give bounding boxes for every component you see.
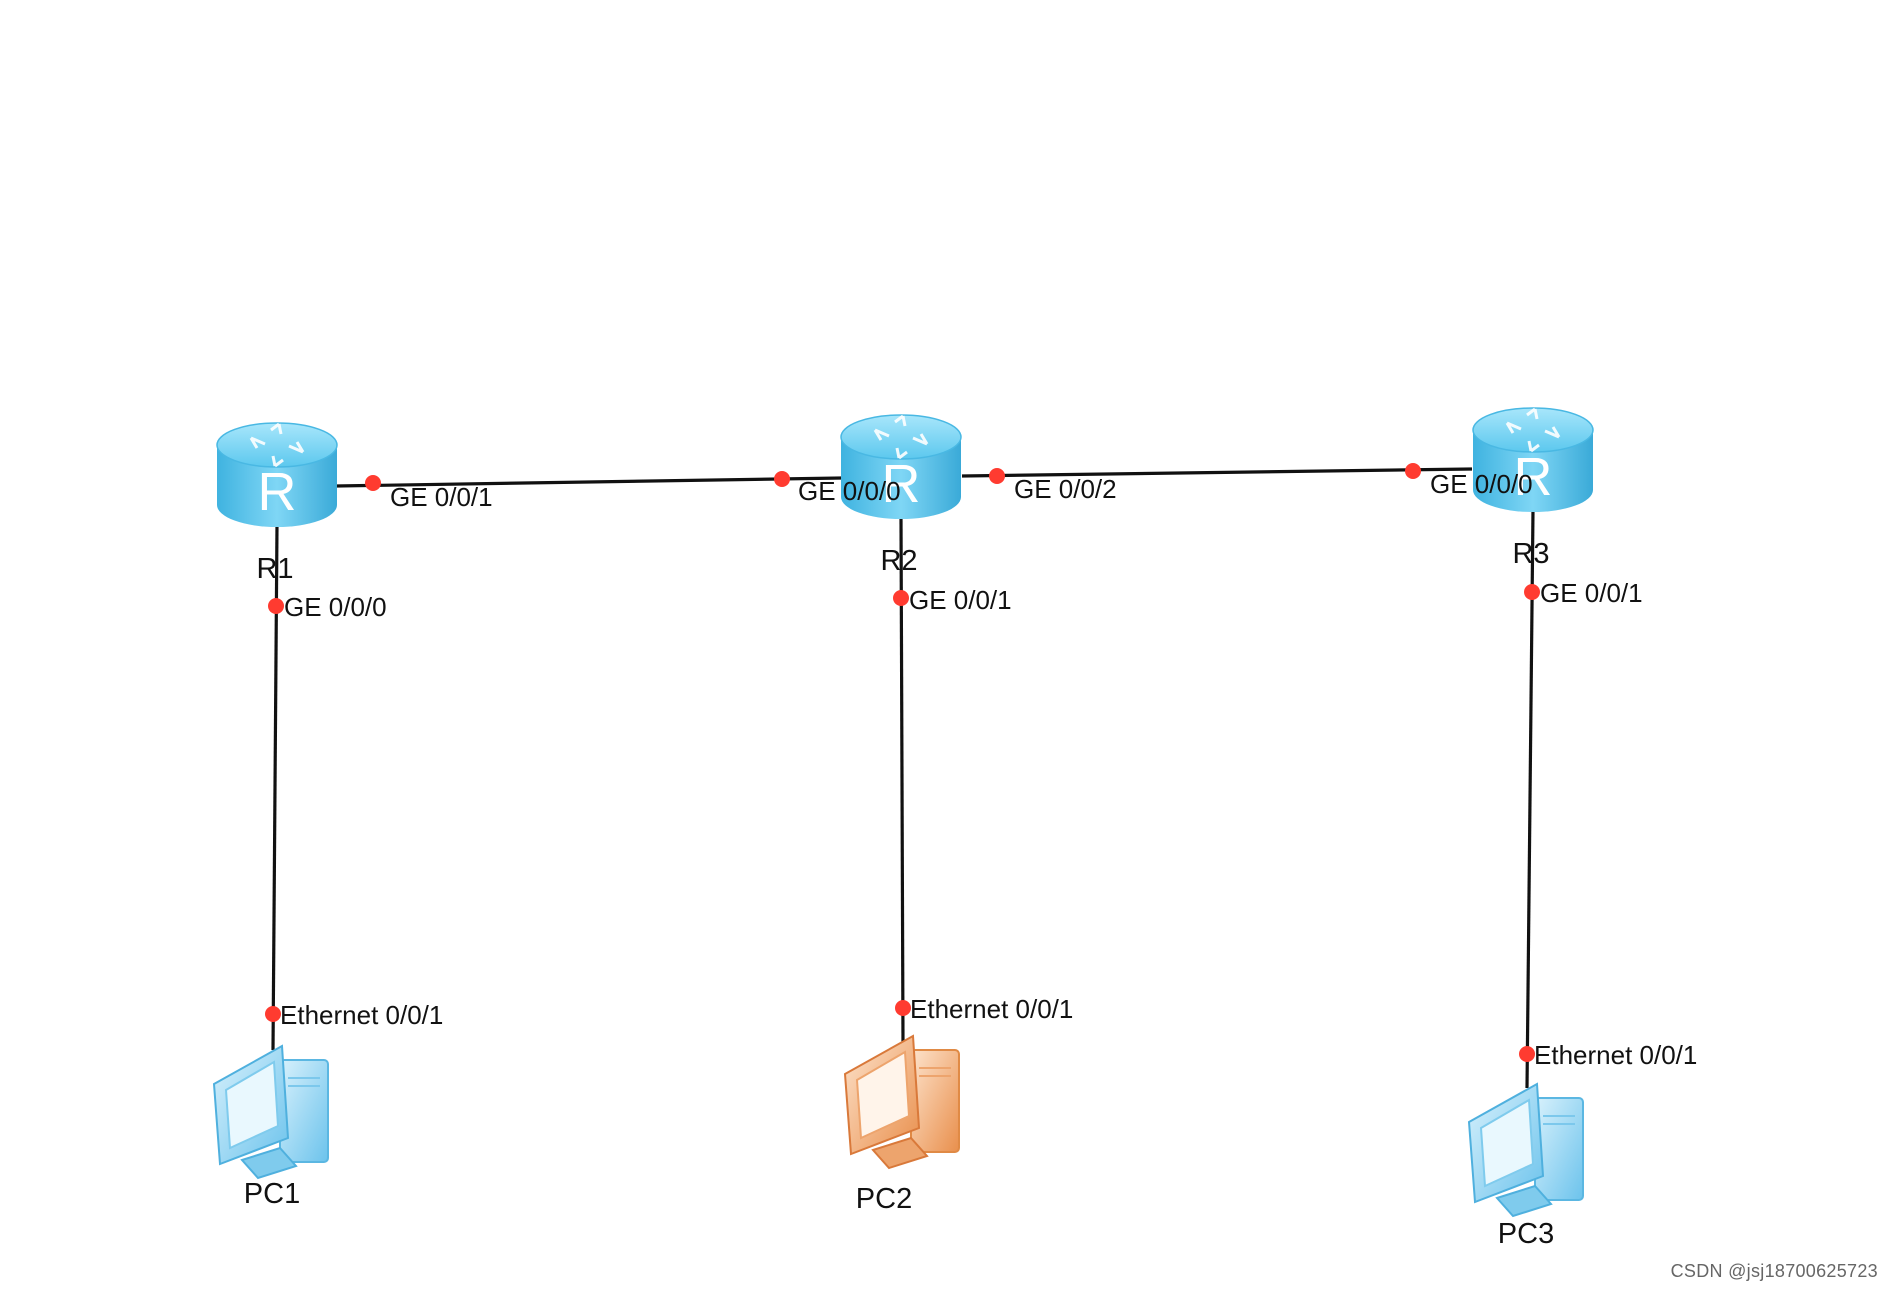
device-label-pc3: PC3	[1498, 1218, 1554, 1250]
router-icon: R	[1472, 407, 1594, 512]
port-dot	[265, 1006, 281, 1022]
device-label-pc1: PC1	[244, 1178, 300, 1210]
pc-icon	[212, 1044, 329, 1180]
port-dot	[893, 590, 909, 606]
svg-text:R: R	[1514, 447, 1553, 507]
router-r1[interactable]: R	[216, 422, 338, 527]
router-r3[interactable]: R	[1472, 407, 1594, 512]
router-r2[interactable]: R	[840, 414, 962, 519]
router-icon: R	[840, 414, 962, 519]
link-r1-r2[interactable]	[335, 476, 843, 488]
device-label-r1: R1	[256, 553, 293, 585]
port-dot	[1524, 584, 1540, 600]
pc-pc1[interactable]	[212, 1044, 329, 1180]
port-label-r3-pc3-b: Ethernet 0/0/1	[1534, 1040, 1697, 1070]
port-label-r2-pc2-b: Ethernet 0/0/1	[910, 994, 1073, 1024]
port-dot	[774, 471, 790, 487]
link-r2-r3[interactable]	[961, 467, 1473, 478]
watermark: CSDN @jsj18700625723	[1670, 1261, 1878, 1281]
device-label-r2: R2	[880, 545, 917, 577]
port-label-r2-pc2-a: GE 0/0/1	[909, 585, 1012, 615]
device-label-pc2: PC2	[856, 1183, 912, 1215]
port-dot	[1519, 1046, 1535, 1062]
pc-pc2[interactable]	[843, 1034, 960, 1170]
port-dot	[895, 1000, 911, 1016]
port-label-r1-pc1-b: Ethernet 0/0/1	[280, 1000, 443, 1030]
port-dot	[989, 468, 1005, 484]
device-labels: R1 R2 R3 PC1 PC2 PC3	[244, 538, 1554, 1250]
port-dot	[268, 598, 284, 614]
device-label-r3: R3	[1512, 538, 1549, 570]
link-r3-pc3[interactable]	[1525, 509, 1535, 1089]
pc-pc3[interactable]	[1467, 1082, 1584, 1218]
port-dot	[365, 475, 381, 491]
port-label-r2-r3-b: GE 0/0/0	[1430, 469, 1533, 499]
pc-icon	[1467, 1082, 1584, 1218]
router-icon: R	[216, 422, 338, 527]
port-labels: GE 0/0/1 GE 0/0/0 GE 0/0/2 GE 0/0/0 GE 0…	[280, 469, 1697, 1070]
port-label-r1-pc1-a: GE 0/0/0	[284, 592, 387, 622]
port-label-r2-r3-a: GE 0/0/2	[1014, 474, 1117, 504]
svg-text:R: R	[258, 462, 297, 522]
port-label-r1-r2-a: GE 0/0/1	[390, 482, 493, 512]
svg-text:R: R	[882, 454, 921, 514]
pc-icon	[843, 1034, 960, 1170]
port-dot	[1405, 463, 1421, 479]
port-dots	[265, 463, 1540, 1062]
port-label-r3-pc3-a: GE 0/0/1	[1540, 578, 1643, 608]
port-label-r1-r2-b: GE 0/0/0	[798, 476, 901, 506]
